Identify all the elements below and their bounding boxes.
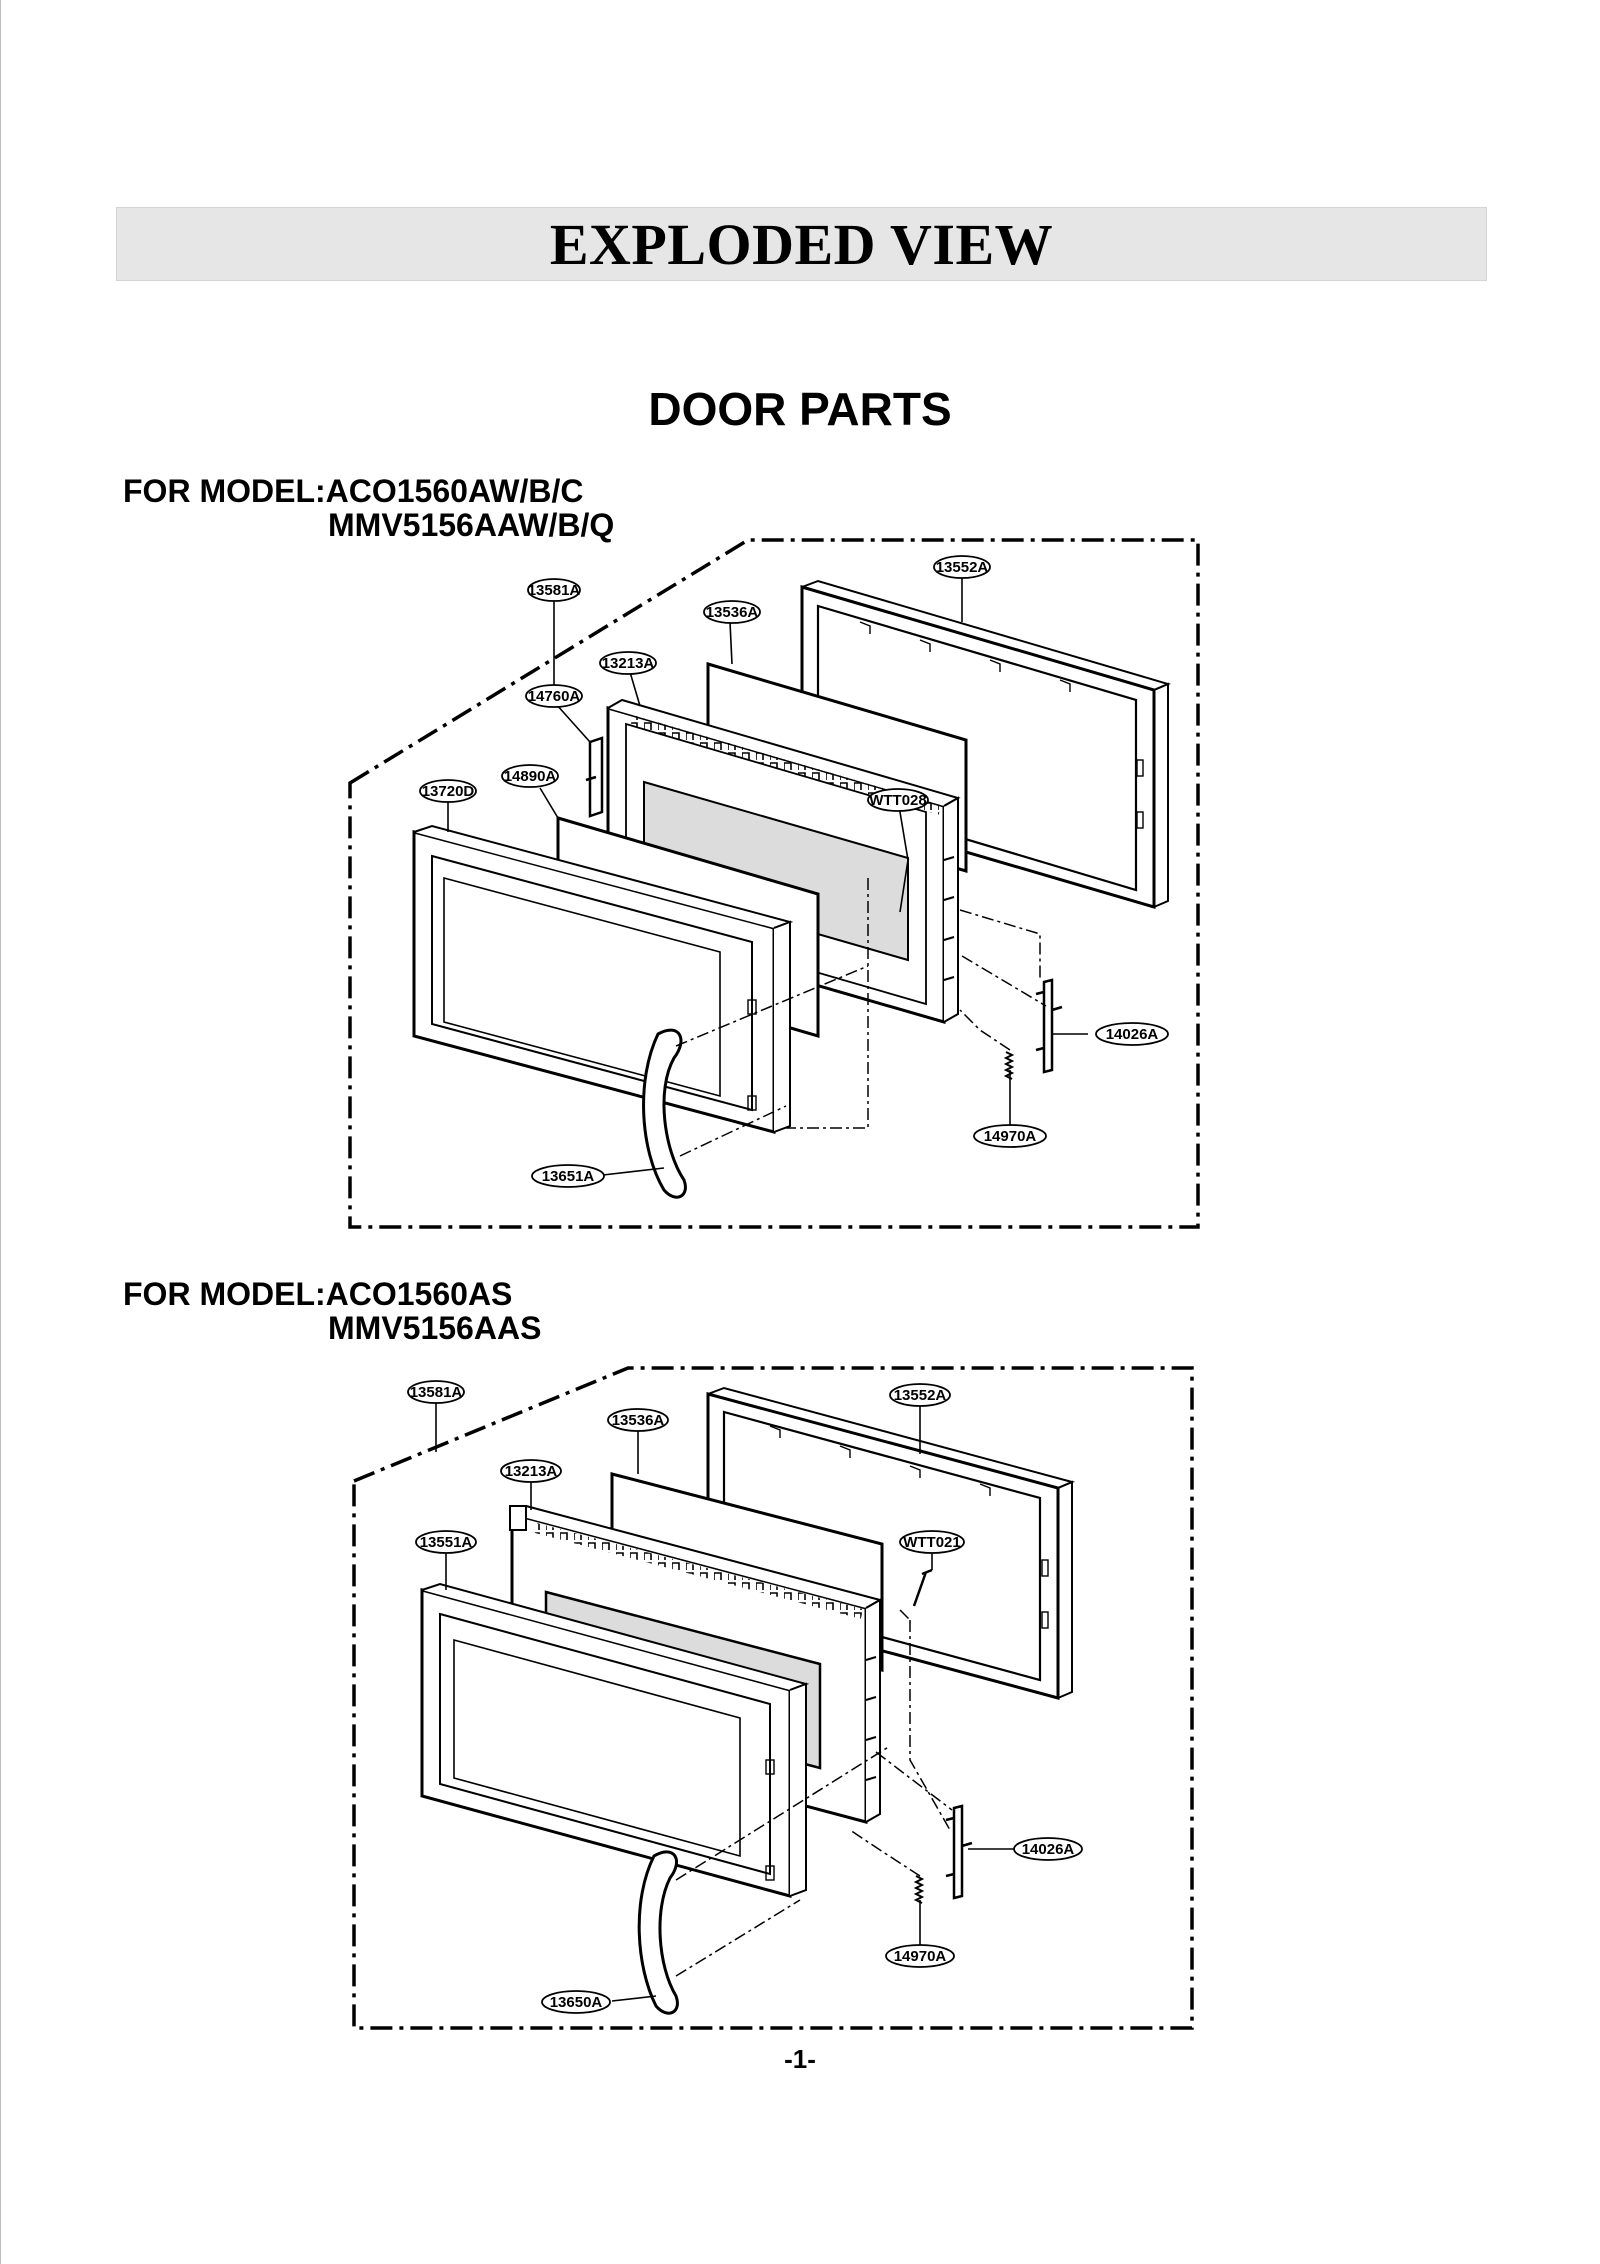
svg-text:13720D: 13720D <box>422 783 475 800</box>
svg-text:14026A: 14026A <box>1022 1841 1075 1858</box>
svg-text:14760A: 14760A <box>528 688 581 705</box>
diagram-1: 13581A 13552A 13536A 13213A 14760A 14890… <box>348 538 1200 1229</box>
callout-13552A: 13552A <box>933 555 991 579</box>
svg-text:13536A: 13536A <box>706 604 759 621</box>
choke-bracket-part <box>585 736 604 818</box>
assembly-lines-2 <box>675 1609 953 1977</box>
page-number: -1- <box>784 2044 816 2074</box>
svg-text:13213A: 13213A <box>602 655 655 672</box>
callout-14026A: 14026A <box>1095 1022 1169 1046</box>
title-bar: EXPLODED VIEW <box>116 207 1487 281</box>
svg-text:13536A: 13536A <box>612 1412 665 1429</box>
handle-part-2 <box>637 1850 679 2015</box>
model-label-1: FOR MODEL:ACO1560AW/B/C MMV5156AAW/B/Q <box>123 474 614 542</box>
spring-part-2 <box>913 1875 925 1904</box>
svg-text:13581A: 13581A <box>528 582 581 599</box>
callout-2-13650A: 13650A <box>541 1990 611 2014</box>
diagram-2: 13581A 13552A 13536A 13213A 13551A WTT02… <box>352 1366 1194 2030</box>
leader-lines-1 <box>447 576 1088 1176</box>
latch-part-2 <box>945 1804 973 1900</box>
svg-text:13552A: 13552A <box>936 559 989 576</box>
svg-text:WTT028: WTT028 <box>869 792 927 809</box>
svg-text:14970A: 14970A <box>894 1948 947 1965</box>
model-label-2: FOR MODEL:ACO1560AS MMV5156AAS <box>123 1277 541 1345</box>
screw-part-2 <box>912 1568 933 1607</box>
callout-13581A: 13581A <box>527 578 581 602</box>
leader-lines-2 <box>435 1402 1014 2002</box>
section-title: DOOR PARTS <box>648 383 952 435</box>
callout-14970A: 14970A <box>973 1124 1047 1148</box>
spring-part <box>1003 1051 1015 1080</box>
callout-13720D: 13720D <box>419 779 477 803</box>
callout-2-13213A: 13213A <box>500 1459 562 1483</box>
page-title: EXPLODED VIEW <box>549 211 1054 277</box>
callout-14760A: 14760A <box>525 684 583 708</box>
assembly-lines-1 <box>675 878 1047 1157</box>
svg-text:14026A: 14026A <box>1106 1026 1159 1043</box>
callout-13651A: 13651A <box>531 1164 605 1188</box>
callout-2-14026A: 14026A <box>1013 1837 1083 1861</box>
svg-text:13650A: 13650A <box>550 1994 603 2011</box>
svg-text:13651A: 13651A <box>542 1168 595 1185</box>
svg-text:13581A: 13581A <box>410 1384 463 1401</box>
callout-WTT028: WTT028 <box>867 788 929 812</box>
svg-text:13213A: 13213A <box>505 1463 558 1480</box>
model-label-1-line1: FOR MODEL:ACO1560AW/B/C <box>123 473 584 509</box>
svg-text:13552A: 13552A <box>894 1387 947 1404</box>
callout-14890A: 14890A <box>501 764 559 788</box>
callout-2-WTT021: WTT021 <box>899 1530 965 1554</box>
model-label-1-line2: MMV5156AAW/B/Q <box>328 507 615 543</box>
callout-2-13552A: 13552A <box>889 1383 951 1407</box>
callout-13536A: 13536A <box>703 600 761 624</box>
callout-13213A: 13213A <box>599 651 657 675</box>
svg-text:WTT021: WTT021 <box>903 1534 961 1551</box>
page-edge <box>0 0 1 2264</box>
handle-part <box>642 1028 687 1199</box>
diagram-1-boundary <box>348 538 1200 1229</box>
latch-part <box>1035 978 1063 1074</box>
callout-2-14970A: 14970A <box>885 1944 955 1968</box>
svg-text:14970A: 14970A <box>984 1128 1037 1145</box>
svg-text:14890A: 14890A <box>504 768 557 785</box>
outer-door-frame-part-2 <box>420 1582 810 1898</box>
outer-door-frame-part <box>412 824 794 1134</box>
svg-text:13551A: 13551A <box>420 1534 473 1551</box>
model-label-2-line2: MMV5156AAS <box>328 1310 542 1346</box>
callout-2-13551A: 13551A <box>415 1530 477 1554</box>
callout-2-13581A: 13581A <box>407 1380 465 1404</box>
diagram-2-boundary <box>352 1366 1194 2030</box>
callout-2-13536A: 13536A <box>607 1408 669 1432</box>
model-label-2-line1: FOR MODEL:ACO1560AS <box>123 1276 513 1312</box>
